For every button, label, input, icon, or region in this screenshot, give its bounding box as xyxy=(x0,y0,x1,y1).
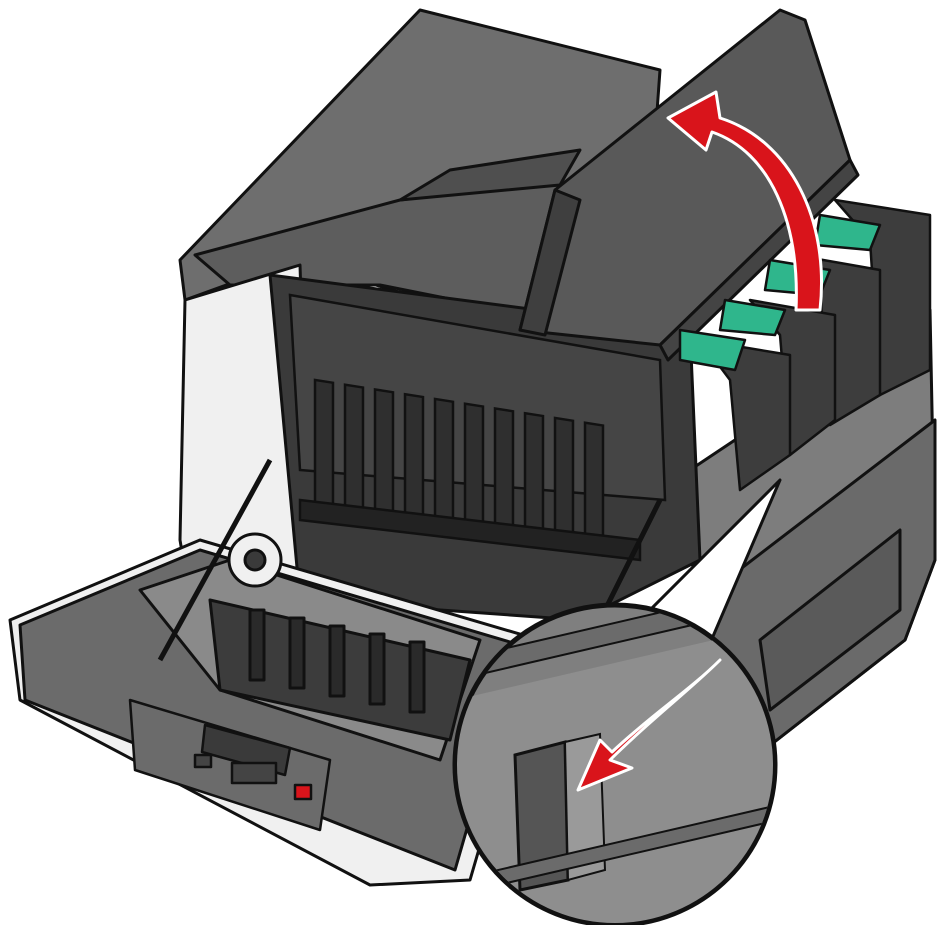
toner-handle-1 xyxy=(678,328,747,372)
paper-guide-ribs xyxy=(248,608,426,714)
main-arrow-body xyxy=(666,90,823,312)
front-door xyxy=(8,458,663,887)
detail-callout xyxy=(452,478,782,925)
drive-gear-hub xyxy=(243,548,267,572)
fuser-roller xyxy=(298,498,642,562)
control-panel xyxy=(128,698,332,832)
rib xyxy=(493,406,515,543)
tray-detail xyxy=(758,528,902,712)
door-strap-right xyxy=(597,498,663,622)
power-button-icon[interactable] xyxy=(293,783,313,801)
fuser-module xyxy=(288,293,667,562)
access-cover-edge xyxy=(518,188,582,337)
toner-cartridge-1 xyxy=(698,338,792,492)
curved-arrow-up-icon xyxy=(666,90,823,312)
rib xyxy=(463,402,485,538)
rib xyxy=(433,397,455,534)
rib xyxy=(403,392,425,529)
toner-cartridges xyxy=(678,198,932,492)
guide-rib xyxy=(248,608,266,682)
top-plate xyxy=(398,148,582,202)
callout-ledge xyxy=(457,607,773,682)
rib xyxy=(343,383,365,519)
door-strap-left xyxy=(157,458,273,662)
guide-rib xyxy=(408,640,426,714)
navigation-buttons[interactable] xyxy=(230,761,278,785)
guide-rib xyxy=(328,624,346,698)
rib xyxy=(313,378,335,515)
toner-handle-2 xyxy=(718,298,787,337)
back-button[interactable] xyxy=(193,753,213,769)
rib xyxy=(373,387,395,524)
guide-rib xyxy=(288,616,306,690)
callout-groove xyxy=(457,798,773,897)
callout-content xyxy=(457,607,773,923)
curved-arrow-down-left-icon xyxy=(576,658,722,792)
guide-rib xyxy=(368,632,386,706)
